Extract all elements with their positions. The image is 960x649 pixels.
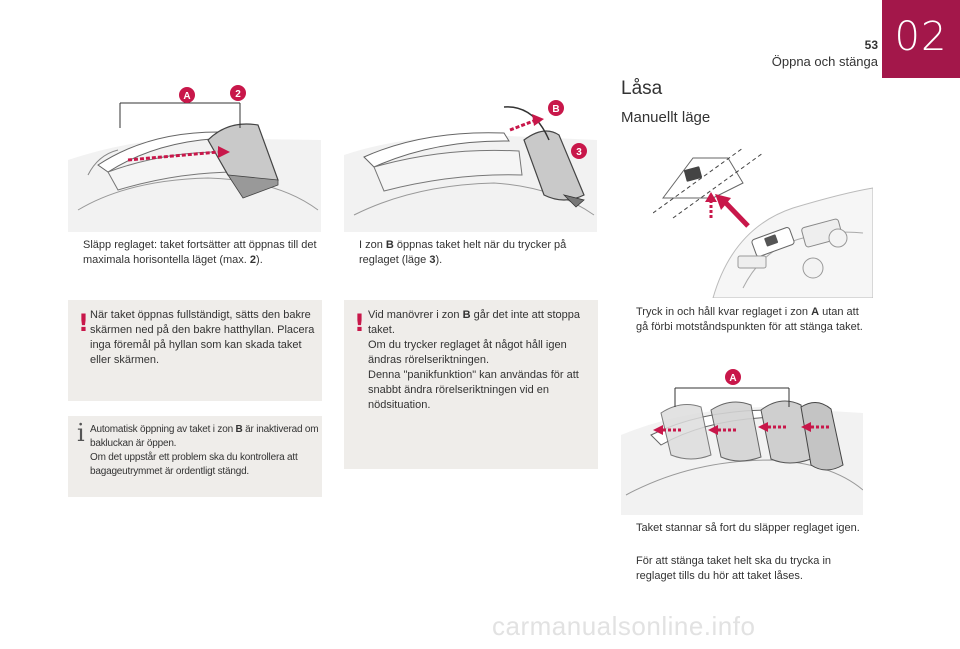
warning-text-part: Om du trycker reglaget åt något håll ige… bbox=[368, 339, 567, 366]
info-text-part: är inaktiverad om bakluckan är öppen. bbox=[90, 424, 319, 449]
warning-note: ! När taket öppnas fullständigt, sätts d… bbox=[68, 300, 322, 401]
chapter-number: 02 bbox=[894, 14, 948, 60]
warning-text: När taket öppnas fullständigt, sätts den… bbox=[90, 309, 315, 366]
warning-bold: B bbox=[462, 309, 471, 321]
bullet-bold: 2 bbox=[249, 254, 257, 266]
bullet-text: ). bbox=[435, 254, 443, 266]
warning-text-part: Denna "panikfunktion" kan användas för a… bbox=[368, 369, 579, 411]
bullet-text: Släpp reglaget: taket fortsätter att öpp… bbox=[83, 239, 317, 266]
section-title: Öppna och stänga bbox=[771, 54, 878, 69]
figure-label: 3 bbox=[576, 147, 582, 158]
instruction-bullet: Tryck in och håll kvar reglaget i zon A … bbox=[621, 305, 873, 335]
figure-label: B bbox=[552, 104, 559, 115]
warning-text: Vid manövrer i zon B går det inte att st… bbox=[368, 308, 592, 413]
bullet-text: För att stänga taket helt ska du trycka … bbox=[636, 555, 832, 582]
figure-label: 2 bbox=[235, 89, 241, 100]
bullet-text: I zon bbox=[359, 239, 386, 251]
info-text: Automatisk öppning av taket i zon B är i… bbox=[90, 423, 320, 479]
bullet-bold: 3 bbox=[429, 254, 436, 266]
warning-text-part: går det inte att stoppa taket. bbox=[368, 309, 580, 336]
roof-illustration-a2: A 2 bbox=[68, 80, 321, 232]
watermark: carmanualsonline.info bbox=[492, 611, 756, 641]
info-bold: B bbox=[235, 424, 243, 435]
instruction-bullet: Släpp reglaget: taket fortsätter att öpp… bbox=[68, 238, 318, 268]
page-number: 53 bbox=[864, 38, 878, 52]
bullet-text: öppnas taket helt när du trycker på regl… bbox=[359, 239, 567, 266]
info-icon: i bbox=[77, 419, 85, 447]
bullet-text: utan att gå förbi motståndspunkten för a… bbox=[636, 306, 863, 333]
warning-note: ! Vid manövrer i zon B går det inte att … bbox=[344, 300, 598, 469]
bullet-text: Taket stannar så fort du släpper reglage… bbox=[636, 522, 860, 534]
warning-text-part: Vid manövrer i zon bbox=[368, 309, 463, 321]
figure-label: A bbox=[183, 91, 190, 102]
bullet-bold: B bbox=[385, 239, 394, 251]
roof-illustration-b3: B 3 bbox=[344, 95, 597, 232]
warning-icon: ! bbox=[78, 309, 89, 337]
instruction-bullet: Taket stannar så fort du släpper reglage… bbox=[621, 521, 873, 536]
info-text-part: Automatisk öppning av taket i zon bbox=[90, 424, 236, 435]
bullet-text: ). bbox=[256, 254, 263, 266]
bullet-text: Tryck in och håll kvar reglaget i zon bbox=[636, 306, 812, 318]
info-text-part: Om det uppstår ett problem ska du kontro… bbox=[90, 452, 298, 477]
instruction-bullet: I zon B öppnas taket helt när du trycker… bbox=[344, 238, 596, 268]
switch-panel-illustration bbox=[653, 138, 873, 298]
figure-label: A bbox=[729, 373, 736, 384]
warning-icon: ! bbox=[354, 309, 365, 337]
roof-closing-illustration-a: A bbox=[621, 365, 863, 515]
info-note: i Automatisk öppning av taket i zon B är… bbox=[68, 416, 322, 497]
roof-diagram-svg: A 2 bbox=[68, 85, 321, 232]
switch-panel-svg bbox=[653, 147, 873, 298]
chapter-tab: 02 bbox=[882, 0, 960, 78]
instruction-bullet: För att stänga taket helt ska du trycka … bbox=[621, 554, 873, 584]
subsection-heading: Manuellt läge bbox=[621, 109, 711, 126]
roof-diagram-svg: B 3 bbox=[344, 100, 597, 232]
bullet-bold: A bbox=[811, 306, 820, 318]
roof-closing-svg: A bbox=[621, 369, 863, 515]
section-heading: Låsa bbox=[621, 78, 663, 99]
